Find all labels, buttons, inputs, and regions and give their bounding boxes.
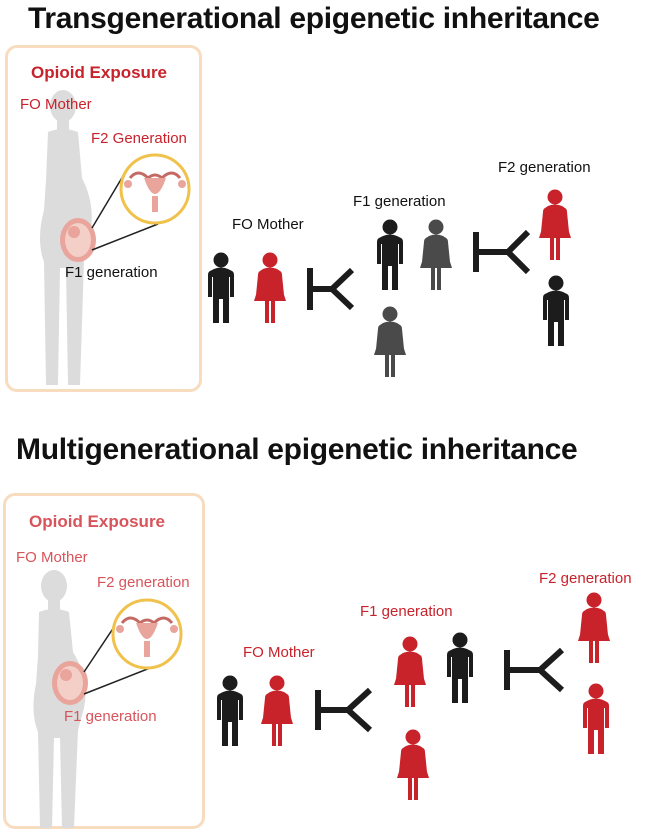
uterus-zoom-icon bbox=[119, 153, 191, 225]
multi-fork-connector-2 bbox=[504, 647, 565, 693]
trans-f2-male-figure bbox=[543, 275, 569, 346]
trans-panel-mother-label: FO Mother bbox=[20, 96, 92, 113]
multi-f1-female-bottom-figure bbox=[397, 729, 429, 800]
multi-mother-female-figure bbox=[261, 675, 293, 746]
trans-f2-female-figure bbox=[539, 189, 571, 260]
trans-f1-label: F1 generation bbox=[353, 193, 446, 210]
trans-exposure-label: Opioid Exposure bbox=[31, 63, 168, 82]
fetus-icon bbox=[52, 661, 88, 705]
multi-fork-connector-1 bbox=[315, 687, 373, 733]
trans-f1-female-bottom-figure bbox=[374, 306, 406, 377]
multi-f1-female-top-figure bbox=[394, 636, 426, 707]
multi-f1-male-figure bbox=[447, 632, 473, 703]
pregnant-woman-silhouette bbox=[40, 90, 92, 385]
multi-title: Multigenerational epigenetic inheritance bbox=[16, 433, 578, 466]
multi-f2-female-figure bbox=[578, 592, 610, 663]
trans-panel-f1-label: F1 generation bbox=[65, 264, 158, 281]
multi-exposure-panel bbox=[3, 493, 205, 829]
multi-exposure-label: Opioid Exposure bbox=[29, 512, 166, 531]
multi-f1-label: F1 generation bbox=[360, 603, 453, 620]
trans-mother-female-figure bbox=[254, 252, 286, 323]
multi-panel-mother-label: FO Mother bbox=[16, 549, 88, 566]
trans-mother-male-figure bbox=[208, 252, 234, 323]
uterus-zoom-icon bbox=[111, 598, 183, 670]
trans-title: Transgenerational epigenetic inheritance bbox=[28, 2, 600, 35]
multi-f2-male-figure bbox=[583, 683, 609, 754]
multi-mother-label: FO Mother bbox=[243, 644, 315, 661]
trans-fork-connector-2 bbox=[473, 229, 531, 275]
trans-fork-connector-1 bbox=[307, 267, 355, 311]
multi-panel-f1-label: F1 generation bbox=[64, 708, 157, 725]
multi-f2-label: F2 generation bbox=[539, 570, 632, 587]
trans-f1-female-top-figure bbox=[420, 219, 452, 290]
fetus-icon bbox=[60, 218, 96, 262]
trans-panel-f2-label: F2 Generation bbox=[91, 130, 187, 147]
trans-mother-label: FO Mother bbox=[232, 216, 304, 233]
multi-mother-male-figure bbox=[217, 675, 243, 746]
trans-f1-male-figure bbox=[377, 219, 403, 290]
multi-panel-f2-label: F2 generation bbox=[97, 574, 190, 591]
trans-f2-label: F2 generation bbox=[498, 159, 591, 176]
